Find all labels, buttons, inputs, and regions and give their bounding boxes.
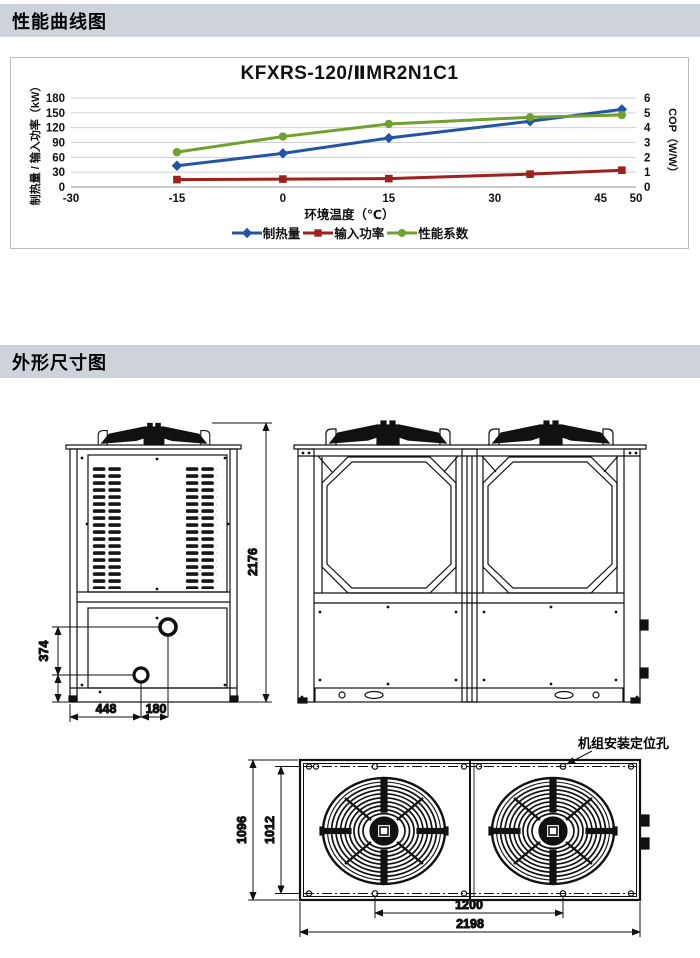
- svg-text:6: 6: [644, 93, 650, 105]
- chart-right-axis-title: COP（W/W）: [666, 108, 678, 178]
- svg-text:3: 3: [644, 138, 650, 150]
- dim-port-pitch-x: 180: [146, 702, 167, 716]
- svg-text:120: 120: [46, 123, 65, 135]
- dim-port-vertical-spacing: 374: [37, 641, 51, 662]
- svg-text:2: 2: [644, 152, 650, 164]
- section-header-performance: 性能曲线图: [0, 4, 700, 37]
- legend-marker-icon: [231, 227, 262, 238]
- svg-text:5: 5: [644, 108, 651, 120]
- top-view-fan-right: [487, 776, 619, 886]
- svg-text:0: 0: [644, 182, 650, 194]
- svg-text:45: 45: [594, 193, 607, 205]
- dim-overall-width: 2198: [456, 917, 484, 931]
- front-view-module2-opening: [482, 456, 618, 594]
- side-view-port-upper: [158, 617, 178, 637]
- side-view-fan-cowl: [97, 422, 211, 446]
- chart-legend: 制热量 输入功率 性能系数: [11, 223, 688, 242]
- chart-left-axis-title: 制热量 / 输入功率（kW）: [30, 80, 42, 206]
- svg-text:50: 50: [630, 193, 643, 205]
- svg-text:0: 0: [280, 193, 286, 205]
- legend-marker-icon: [387, 228, 418, 237]
- svg-text:150: 150: [46, 108, 65, 120]
- svg-text:30: 30: [52, 167, 65, 179]
- section-header-performance-label: 性能曲线图: [12, 11, 107, 32]
- dimension-drawings: 2176 374 448 180: [37, 420, 669, 937]
- top-view-drawing: [298, 758, 650, 902]
- front-view-drawing: [293, 420, 649, 704]
- side-view-dimensions: 2176 374 448 180: [37, 422, 272, 722]
- svg-text:180: 180: [46, 93, 65, 105]
- dim-overall-height: 2176: [246, 548, 260, 576]
- svg-text:90: 90: [52, 138, 65, 150]
- dim-overall-depth: 1096: [235, 816, 249, 844]
- front-view-module1-opening: [321, 456, 457, 594]
- svg-text:0: 0: [59, 182, 65, 194]
- dim-mount-hole-spacing: 1200: [455, 898, 483, 912]
- legend-marker-icon: [303, 228, 334, 237]
- svg-text:-30: -30: [63, 193, 80, 205]
- section-header-dimensions: 外形尺寸图: [0, 345, 700, 378]
- svg-text:1: 1: [644, 167, 651, 179]
- svg-text:15: 15: [382, 193, 395, 205]
- legend-label: 输入功率: [334, 227, 385, 241]
- chart-title: KFXRS-120/ⅡMR2N1C1: [240, 63, 459, 84]
- legend-item-性能系数: 性能系数: [386, 223, 468, 242]
- section-header-dimensions-label: 外形尺寸图: [12, 352, 107, 373]
- side-view-drawing: [65, 422, 242, 717]
- top-view-fan-left: [318, 776, 450, 886]
- top-view-dimensions: 机组安装定位孔 1096 1012 1200 2198: [235, 736, 669, 937]
- svg-text:-15: -15: [169, 193, 186, 205]
- dim-port-offset-x: 448: [96, 702, 117, 716]
- svg-text:4: 4: [644, 123, 651, 135]
- legend-label: 制热量: [262, 227, 301, 241]
- mount-hole-callout: 机组安装定位孔: [578, 736, 669, 751]
- legend-item-制热量: 制热量: [231, 223, 301, 242]
- svg-text:30: 30: [488, 193, 501, 205]
- side-view-port-lower: [132, 666, 150, 684]
- svg-text:60: 60: [52, 152, 65, 164]
- legend-label: 性能系数: [418, 227, 469, 241]
- chart-x-axis-title: 环境温度（℃）: [304, 208, 395, 222]
- legend-item-输入功率: 输入功率: [302, 223, 384, 242]
- dim-mount-hole-depth-spacing: 1012: [263, 816, 277, 844]
